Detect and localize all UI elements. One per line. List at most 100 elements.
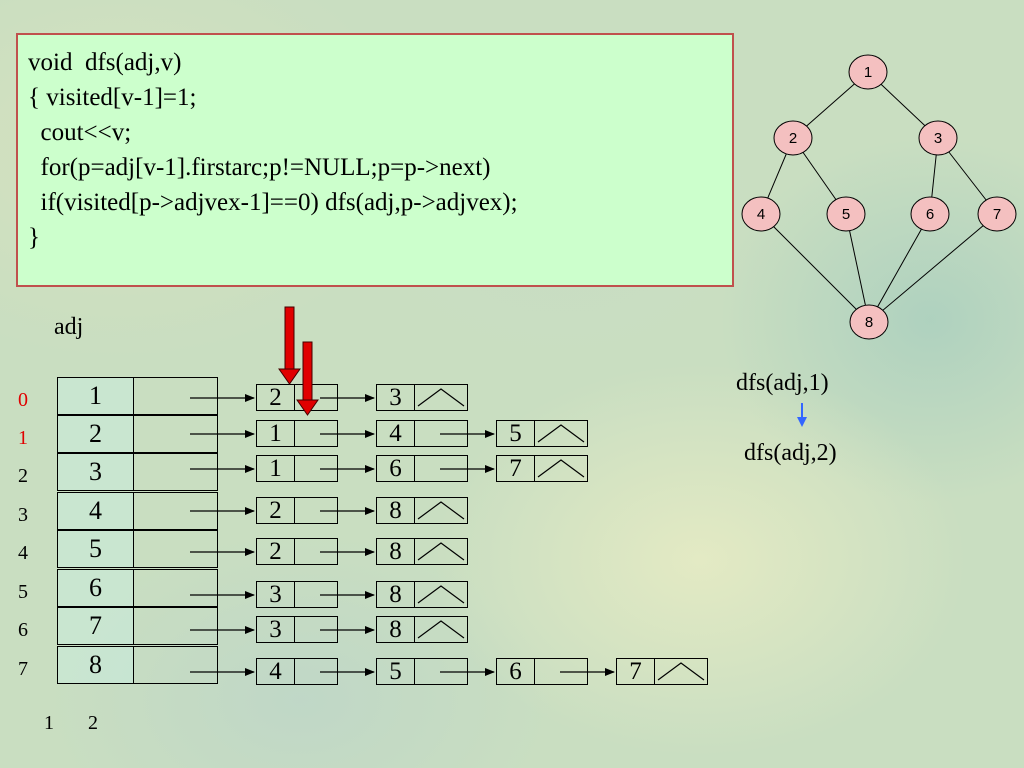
null-pointer-icon [537,459,585,478]
list-node-next [295,539,337,564]
list-node: 6 [376,455,468,482]
list-node-next [415,659,467,684]
list-node: 3 [256,581,338,608]
graph-node-label: 5 [842,206,850,223]
list-node-value: 8 [377,539,415,565]
firstarc-cell [133,377,218,415]
list-node-next [415,582,467,607]
list-node: 2 [256,384,338,411]
graph-node [918,120,958,156]
call-dfs-2: dfs(adj,2) [744,440,837,466]
list-node-value: 1 [257,421,295,447]
code-line: cout<<v; [28,119,132,146]
list-node-next [295,659,337,684]
null-pointer-icon [657,662,705,681]
list-node-next [295,421,337,446]
list-node: 8 [376,616,468,643]
graph-edge [845,213,870,323]
output-value: 1 [44,712,54,734]
list-node: 7 [496,455,588,482]
list-node: 2 [256,497,338,524]
list-node-next [295,456,337,481]
null-pointer-icon [417,501,465,520]
code-line: void dfs(adj,v) [28,49,182,76]
list-node-next [415,617,467,642]
list-node-next [655,659,707,684]
list-node: 1 [256,420,338,447]
graph-node [773,120,813,156]
list-node: 7 [616,658,708,685]
graph-node-label: 6 [926,206,934,223]
graph-node-label: 3 [934,130,942,147]
visited-index: 3 [18,504,28,526]
code-line: } [28,224,40,251]
null-pointer-icon [537,424,585,443]
graph-node [826,196,866,232]
code-line: { visited[v-1]=1; [28,84,197,111]
list-node: 4 [256,658,338,685]
firstarc-cell [133,569,218,607]
null-pointer-icon [417,585,465,604]
list-node: 2 [256,538,338,565]
list-node-next [535,659,587,684]
code-box: void dfs(adj,v) { visited[v-1]=1; cout<<… [16,33,734,287]
list-node-value: 2 [257,539,295,565]
call-arrow-icon [797,403,807,427]
list-node: 3 [256,616,338,643]
list-node-next [295,617,337,642]
list-node-value: 4 [377,421,415,447]
pointer-arrow-1 [278,306,301,385]
list-node-value: 5 [497,421,535,447]
list-node-value: 6 [377,456,415,482]
graph-node [741,196,781,232]
list-node-next [415,456,467,481]
graph-node-label: 8 [865,314,873,331]
visited-index: 6 [18,619,28,641]
list-node: 8 [376,581,468,608]
list-node: 3 [376,384,468,411]
graph-edge [760,213,870,323]
null-pointer-icon [417,388,465,407]
vertex-cell: 3 [57,453,134,491]
graph-node [910,196,950,232]
visited-index: 7 [18,658,28,680]
list-node-value: 7 [497,456,535,482]
list-node-next [415,421,467,446]
current-pointer-arrows [278,306,319,416]
list-node-next [535,456,587,481]
firstarc-cell [133,530,218,568]
list-node-value: 8 [377,617,415,643]
list-node-value: 2 [257,385,295,411]
firstarc-cell [133,607,218,645]
list-node: 6 [496,658,588,685]
list-node: 8 [376,497,468,524]
call-dfs-1: dfs(adj,1) [736,370,829,396]
graph-node-label: 7 [993,206,1001,223]
list-node-value: 3 [377,385,415,411]
code-line: for(p=adj[v-1].firstarc;p!=NULL;p=p->nex… [28,154,491,181]
list-node-value: 8 [377,498,415,524]
list-node-next [295,498,337,523]
vertex-cell: 2 [57,415,134,453]
list-node-next [415,385,467,410]
graph-edge [868,213,998,323]
list-node-value: 3 [257,582,295,608]
list-node-next [535,421,587,446]
output-value: 2 [88,712,98,734]
list-node: 1 [256,455,338,482]
vertex-cell: 5 [57,530,134,568]
firstarc-cell [133,646,218,684]
visited-index: 2 [18,465,28,487]
list-node-value: 7 [617,659,655,685]
visited-index: 5 [18,581,28,603]
graph-node [977,196,1017,232]
list-node-value: 4 [257,659,295,685]
list-node-value: 1 [257,456,295,482]
firstarc-cell [133,453,218,491]
null-pointer-icon [417,542,465,561]
graph-node-label: 4 [757,206,765,223]
graph-node [849,304,889,340]
list-node: 5 [496,420,588,447]
visited-index: 0 [18,389,28,411]
list-node-value: 5 [377,659,415,685]
